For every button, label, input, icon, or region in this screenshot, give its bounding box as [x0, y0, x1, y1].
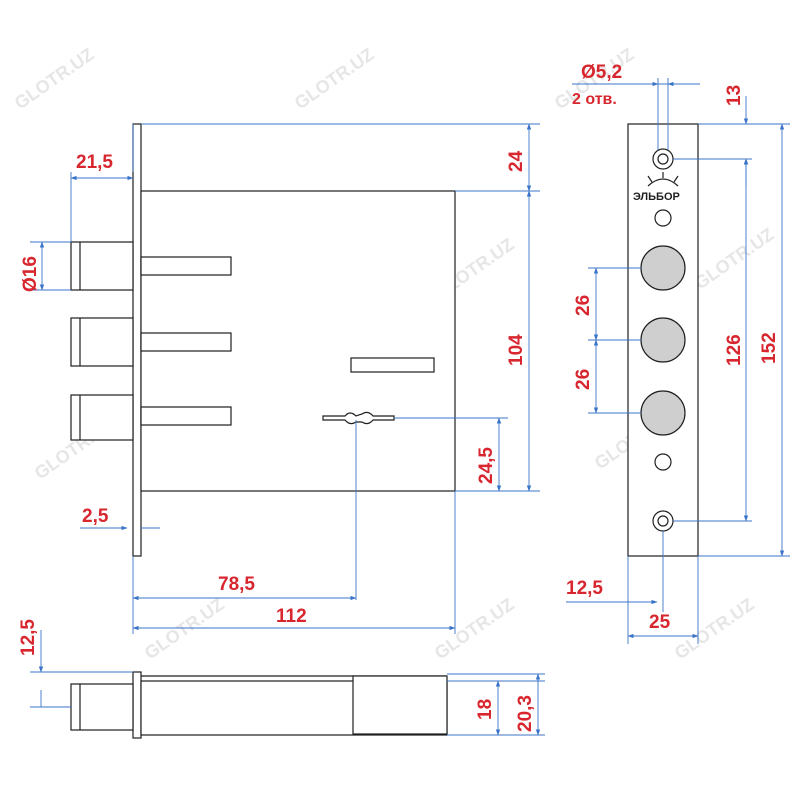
dim-key-offset: 24,5	[476, 447, 497, 484]
bolt-hole-middle	[640, 317, 686, 363]
dim-bolt-projection: 21,5	[76, 152, 113, 173]
dim-case-height: 104	[506, 334, 527, 366]
bolt-top	[70, 241, 134, 291]
bottom-faceplate	[132, 671, 142, 739]
case-slot	[350, 357, 435, 373]
bolt-tail-top	[140, 256, 232, 276]
dim-hole-diameter: Ø5,2	[581, 62, 622, 83]
bottom-view: 12,5 18 20,3	[18, 619, 545, 739]
bolt-hole-top	[640, 245, 686, 291]
mounting-hole-bottom-inner	[657, 515, 669, 527]
dim-plate-height: 152	[759, 332, 780, 364]
dim-top-offset: 24	[506, 150, 527, 172]
dim-backset: 78,5	[218, 574, 255, 595]
dim-bolt-pitch-2: 26	[573, 369, 594, 390]
logo-text: ЭЛЬБОР	[633, 191, 680, 203]
faceplate	[132, 123, 142, 557]
watermark-text: GLOTR.UZ	[431, 594, 518, 663]
watermark-text: GLOTR.UZ	[691, 224, 778, 293]
dim-faceplate-thickness: 2,5	[82, 506, 109, 527]
dim-hole-spacing: 126	[724, 334, 745, 366]
dim-top-hole-offset: 13	[724, 85, 745, 106]
bottom-bolt	[70, 683, 134, 731]
keyhole	[322, 411, 395, 425]
dim-case-width: 112	[276, 606, 307, 627]
side-view: ЭЛЬБОР Ø5,2 2 отв. 13 126 152 26 26	[566, 62, 790, 644]
watermark-text: GLOTR.UZ	[141, 594, 228, 663]
bolt-hole-bottom	[640, 390, 686, 436]
watermark-text: GLOTR.UZ	[11, 44, 98, 113]
watermark-text: GLOTR.UZ	[291, 44, 378, 113]
watermark-text: GLOTR.UZ	[671, 594, 758, 663]
dim-hole-count: 2 отв.	[572, 91, 617, 108]
bolt-tail-middle	[140, 332, 232, 352]
dim-case-depth: 18	[475, 699, 496, 720]
dim-half-width: 12,5	[566, 578, 603, 599]
dim-bolt-pitch-1: 26	[573, 295, 594, 316]
mounting-hole-top-inner	[657, 153, 669, 165]
bolt-bottom	[70, 394, 134, 441]
bolt-tail-bottom	[140, 406, 232, 426]
dim-bottom-bolt-offset: 12,5	[18, 619, 39, 656]
dim-total-depth: 20,3	[515, 695, 536, 732]
small-hole-lower	[654, 453, 672, 471]
bolt-middle	[70, 317, 134, 367]
small-hole-upper	[654, 209, 672, 227]
dim-bolt-diameter: Ø16	[20, 256, 41, 292]
brand-logo: ЭЛЬБОР	[633, 172, 680, 203]
front-view: 21,5 Ø16 2,5 78,5 112 24 104 24,5	[20, 123, 540, 634]
dim-plate-width: 25	[649, 612, 671, 633]
bottom-cover-plate	[352, 675, 448, 735]
